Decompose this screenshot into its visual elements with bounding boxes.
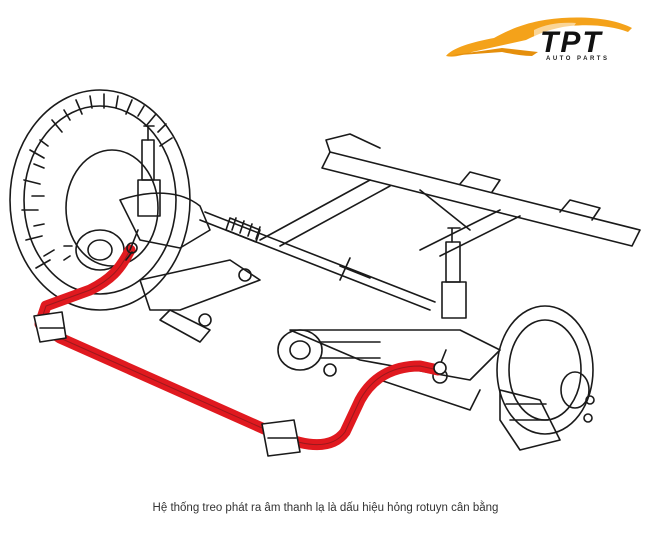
brand-logo (446, 17, 632, 57)
left-wheel-tire (9, 89, 191, 311)
steering-rack (199, 211, 436, 311)
left-lower-arm (139, 259, 261, 343)
suspension-diagram (9, 89, 641, 457)
logo-brand-text: TPT (540, 26, 603, 59)
right-lower-arm (277, 329, 501, 411)
left-strut (137, 125, 161, 217)
car-silhouette-icon (446, 17, 632, 57)
right-strut (441, 227, 467, 319)
right-brake-rotor (496, 305, 595, 451)
logo-tagline: AUTO PARTS (546, 56, 610, 62)
subframe-crossmember (259, 133, 641, 257)
stabilizer-bar (34, 244, 444, 451)
figure-caption: Hệ thống treo phát ra âm thanh lạ là dấu… (152, 502, 499, 514)
stabilizer-bar-mounts (33, 311, 301, 457)
stabilizer-links (125, 229, 447, 375)
